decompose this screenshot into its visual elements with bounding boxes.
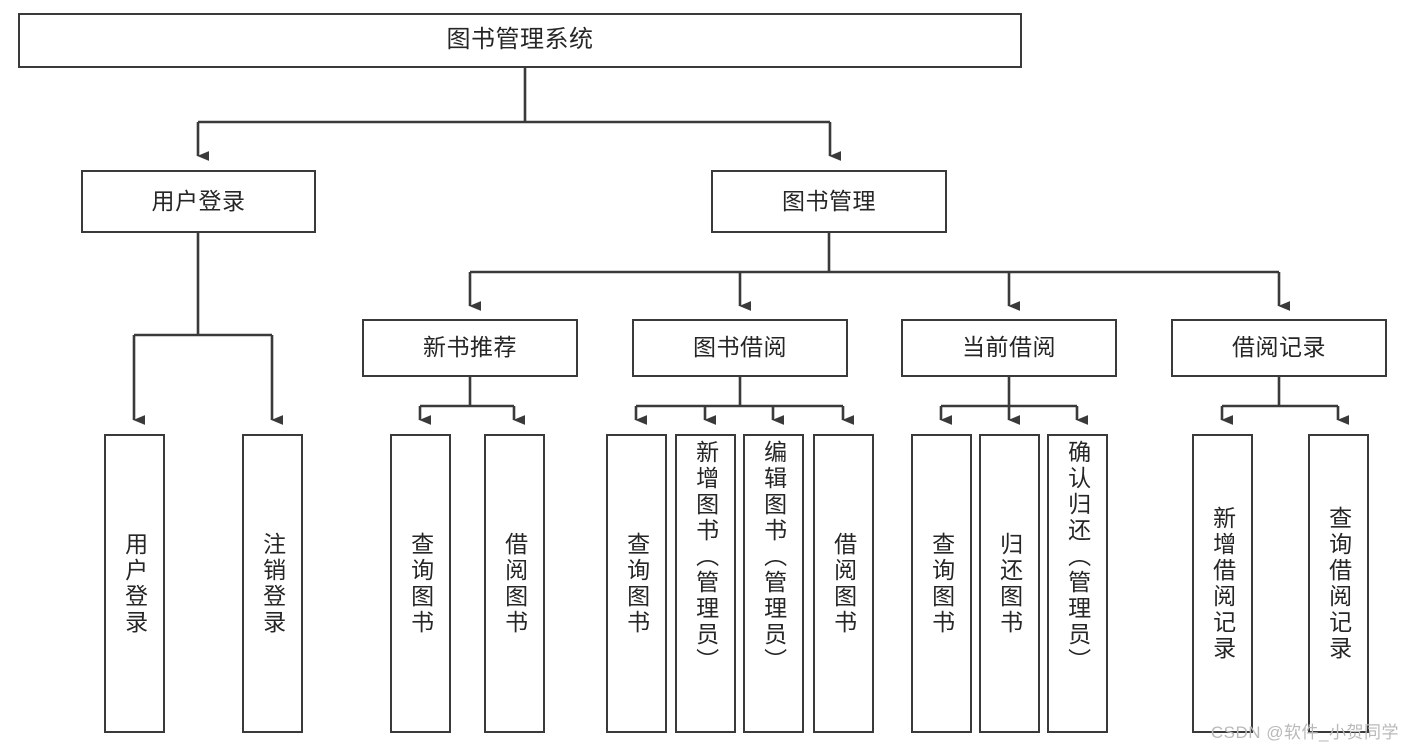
node-label: 新书推荐 xyxy=(423,334,517,361)
leaf-confirm-return-admin[interactable]: 确认归还（管理员） xyxy=(1047,434,1108,733)
leaf-query-book-borrow[interactable]: 查询图书 xyxy=(606,434,667,733)
node-label: 查询图书 xyxy=(407,531,434,636)
node-borrow-record[interactable]: 借阅记录 xyxy=(1171,319,1387,377)
leaf-add-book-admin[interactable]: 新增图书（管理员） xyxy=(675,434,736,733)
node-label: 当前借阅 xyxy=(962,334,1056,361)
watermark-text: CSDN @软件_小贺同学 xyxy=(1210,723,1399,742)
leaf-borrow-book-borrow[interactable]: 借阅图书 xyxy=(813,434,874,733)
node-label: 新增借阅记录 xyxy=(1209,505,1236,662)
node-label: 借阅记录 xyxy=(1232,334,1326,361)
node-label: 用户登录 xyxy=(151,187,246,214)
leaf-query-book-current[interactable]: 查询图书 xyxy=(911,434,972,733)
leaf-query-book-recommend[interactable]: 查询图书 xyxy=(390,434,451,733)
node-label: 图书借阅 xyxy=(693,334,787,361)
node-label: 编辑图书（管理员） xyxy=(760,440,787,674)
node-book-management[interactable]: 图书管理 xyxy=(711,170,947,233)
node-label: 查询图书 xyxy=(928,531,955,636)
node-label: 归还图书 xyxy=(996,531,1023,636)
node-label: 图书管理系统 xyxy=(446,26,594,54)
node-label: 图书管理 xyxy=(782,187,876,214)
node-label: 查询图书 xyxy=(623,531,650,636)
node-book-borrow[interactable]: 图书借阅 xyxy=(632,319,848,377)
leaf-edit-book-admin[interactable]: 编辑图书（管理员） xyxy=(743,434,804,733)
node-user-login[interactable]: 用户登录 xyxy=(81,170,316,233)
node-label: 确认归还（管理员） xyxy=(1064,440,1091,674)
node-label: 借阅图书 xyxy=(830,531,857,636)
leaf-logout-login[interactable]: 注销登录 xyxy=(242,434,303,733)
leaf-query-borrow-record[interactable]: 查询借阅记录 xyxy=(1308,434,1369,733)
node-label: 借阅图书 xyxy=(501,531,528,636)
node-current-borrow[interactable]: 当前借阅 xyxy=(901,319,1117,377)
node-label: 用户登录 xyxy=(121,531,148,636)
node-label: 查询借阅记录 xyxy=(1325,505,1352,662)
leaf-borrow-book-recommend[interactable]: 借阅图书 xyxy=(484,434,545,733)
leaf-add-borrow-record[interactable]: 新增借阅记录 xyxy=(1192,434,1253,733)
leaf-return-book[interactable]: 归还图书 xyxy=(979,434,1040,733)
node-root-book-management-system[interactable]: 图书管理系统 xyxy=(18,13,1022,68)
leaf-user-login[interactable]: 用户登录 xyxy=(104,434,165,733)
node-label: 新增图书（管理员） xyxy=(692,440,719,674)
node-label: 注销登录 xyxy=(259,531,286,636)
node-new-book-recommend[interactable]: 新书推荐 xyxy=(362,319,578,377)
